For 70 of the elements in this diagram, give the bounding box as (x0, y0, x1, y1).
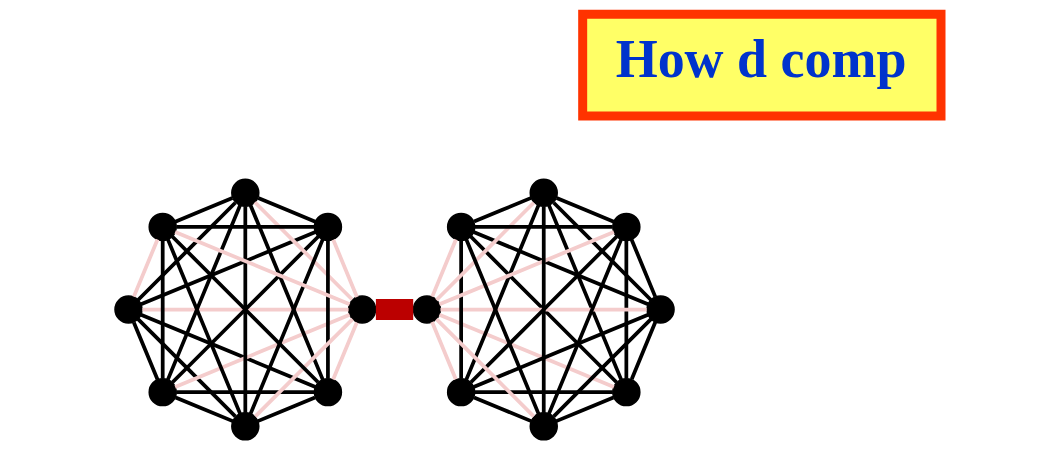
connector (160, 240, 165, 379)
connector (474, 390, 613, 394)
connector (551, 201, 652, 302)
connector (174, 196, 233, 224)
connector (472, 312, 649, 389)
node-circle (446, 212, 475, 242)
node-circle (147, 377, 177, 407)
connector (541, 206, 546, 413)
connector (434, 201, 535, 302)
connector (629, 321, 657, 380)
node-circle (313, 212, 342, 242)
connector (248, 238, 324, 415)
connector (248, 204, 324, 381)
connector (472, 395, 532, 423)
connector (472, 196, 532, 224)
node-circle (230, 412, 260, 441)
connector (242, 206, 247, 413)
connector (139, 230, 316, 307)
connector (472, 230, 649, 307)
connector (551, 317, 652, 418)
connector (629, 238, 657, 298)
connector (330, 321, 359, 381)
connector (174, 395, 233, 423)
connector (257, 196, 316, 224)
connector (375, 299, 413, 320)
connector (256, 395, 316, 423)
node-circle (113, 295, 143, 324)
node-circle (230, 178, 260, 207)
node-circle (645, 295, 675, 324)
connector (253, 200, 353, 301)
connector (136, 317, 237, 418)
node-circle (446, 377, 475, 407)
node-circle (611, 212, 641, 242)
connector (165, 238, 242, 415)
node-circle (347, 295, 376, 324)
connector (546, 204, 623, 381)
connector (173, 230, 350, 307)
connector (438, 312, 615, 389)
connector (136, 201, 237, 302)
connector (165, 204, 242, 381)
connector (555, 196, 614, 224)
connector (131, 238, 159, 298)
connector (331, 239, 359, 298)
node-box: How d comp (577, 9, 945, 121)
connector (474, 225, 613, 229)
node-circle (147, 212, 177, 242)
connector (464, 204, 540, 381)
connector (439, 307, 647, 312)
connector (325, 240, 330, 379)
connector (546, 238, 623, 415)
connector (131, 321, 159, 381)
node-circle (412, 295, 441, 324)
connector (429, 321, 457, 380)
node-circle (313, 377, 342, 407)
connector (430, 238, 458, 298)
connector (458, 240, 463, 379)
node-circle (529, 412, 558, 441)
connector (139, 312, 316, 389)
connector (175, 225, 314, 229)
node-circle (529, 178, 558, 207)
connector (173, 312, 350, 389)
connector (141, 307, 349, 312)
connector (623, 240, 628, 379)
connector (253, 317, 354, 418)
connector (464, 238, 540, 415)
connector (438, 230, 615, 307)
connector (555, 395, 614, 423)
connector (434, 317, 535, 418)
node-circle (611, 377, 641, 407)
connector (175, 390, 314, 394)
